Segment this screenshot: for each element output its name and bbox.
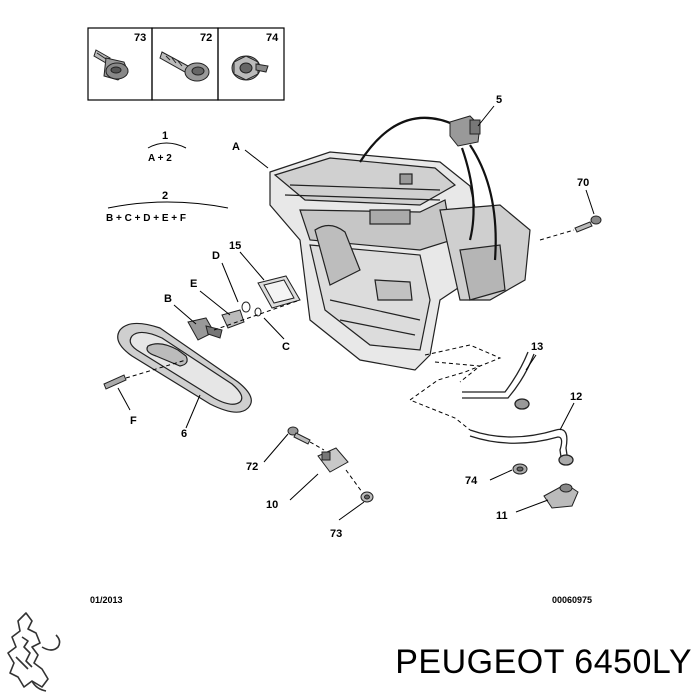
legend-1-formula: A + 2 — [148, 153, 172, 164]
part-e-icon — [221, 309, 245, 329]
screw-72b-icon — [287, 426, 311, 445]
gasket-6-icon — [117, 322, 252, 413]
connector-5-icon — [449, 115, 481, 147]
label-11: 11 — [496, 510, 508, 522]
parts-leader — [213, 299, 301, 331]
legend-2-formula: B + C + D + E + F — [106, 213, 186, 224]
bracket-11-icon — [543, 483, 579, 509]
label-12: 12 — [570, 391, 582, 403]
dashed-connectors — [408, 344, 502, 431]
nut-74b-icon — [512, 463, 528, 475]
bracket-10-icon — [317, 447, 349, 473]
label-B: B — [164, 293, 172, 305]
label-leaders — [117, 105, 595, 521]
washer-73b-leader — [345, 469, 363, 493]
label-10: 10 — [266, 499, 278, 511]
label-74: 74 — [465, 475, 478, 487]
diagram-date: 01/2013 — [90, 595, 123, 605]
nut-74-icon — [231, 55, 269, 81]
heater-housing — [269, 151, 531, 371]
label-15: 15 — [229, 240, 241, 252]
legend-1-number: 1 — [162, 130, 168, 142]
fastener-73-label: 73 — [134, 32, 146, 44]
fastener-74-label: 74 — [266, 32, 279, 44]
fastener-72-label: 72 — [200, 32, 212, 44]
label-6: 6 — [181, 428, 187, 440]
screw-70-leader — [539, 229, 575, 241]
screw-72-icon — [159, 51, 210, 82]
pipe-13-icon — [462, 351, 535, 410]
label-72: 72 — [246, 461, 258, 473]
screw-73-icon — [93, 49, 129, 81]
bolt-f-icon — [103, 374, 127, 390]
seal-15-icon — [257, 275, 301, 309]
label-F: F — [130, 415, 137, 427]
label-70: 70 — [577, 177, 589, 189]
washer-73b-icon — [360, 491, 374, 503]
bolt-f-leader — [125, 359, 187, 379]
label-13: 13 — [531, 341, 543, 353]
fastener-panel — [87, 27, 285, 101]
label-E: E — [190, 278, 197, 290]
screw-70-icon — [574, 215, 602, 233]
label-5: 5 — [496, 94, 502, 106]
screw-72b-leader — [309, 441, 325, 451]
diagram-reference: 00060975 — [552, 595, 593, 605]
label-A: A — [232, 141, 240, 153]
peugeot-lion-logo-icon — [7, 612, 61, 692]
label-D: D — [212, 250, 220, 262]
legend-2-brace — [107, 201, 229, 209]
label-C: C — [282, 341, 290, 353]
legend-1-brace — [147, 142, 187, 149]
part-d-icon — [241, 301, 262, 317]
legend-2-number: 2 — [162, 190, 168, 202]
brand-part-number: PEUGEOT 6450LY — [395, 643, 692, 681]
wiring-harness — [359, 116, 497, 261]
label-73: 73 — [330, 528, 342, 540]
pipe-12-icon — [469, 428, 574, 466]
